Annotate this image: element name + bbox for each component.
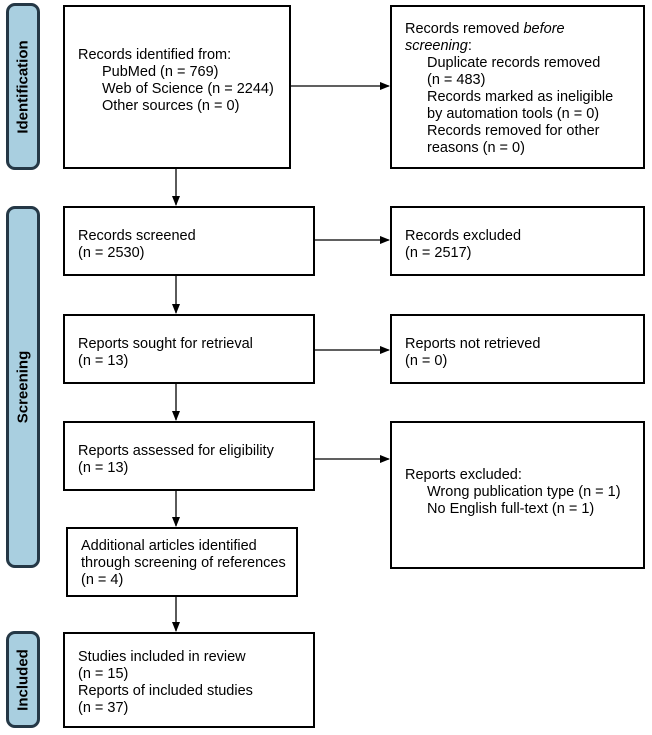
automation-ineligible: Records marked as ineligible [427,89,614,105]
records-excluded-count: (n = 2517) [405,245,472,261]
identification-phase-label: Identification [14,39,32,134]
reports-sought-box: Reports sought for retrieval (n = 13) [63,314,315,384]
screening-phase-bar: Screening [6,206,40,568]
records-removed-title: Records removed before [405,21,565,37]
records-removed-box: Records removed before screening: Duplic… [390,5,645,169]
web-of-science-count: Web of Science (n = 2244) [102,81,274,97]
additional-articles-count: (n = 4) [81,572,124,588]
reports-assessed-label: Reports assessed for eligibility [78,443,274,459]
reports-not-retrieved-box: Reports not retrieved (n = 0) [390,314,645,384]
records-excluded-box: Records excluded (n = 2517) [390,206,645,276]
records-identified-title: Records identified from: [78,47,232,63]
screening-phase-label: Screening [14,350,32,424]
other-sources-count: Other sources (n = 0) [102,98,240,114]
identification-phase-bar: Identification [6,3,40,170]
records-screened-count: (n = 2530) [78,245,145,261]
records-screened-label: Records screened [78,228,196,244]
duplicates-removed: Duplicate records removed [427,55,601,71]
records-excluded-label: Records excluded [405,228,522,244]
reports-assessed-count: (n = 13) [78,460,129,476]
studies-included-box: Studies included in review (n = 15) Repo… [63,632,315,728]
no-english-full-text: No English full-text (n = 1) [427,501,595,517]
included-phase-bar: Included [6,631,40,728]
additional-articles-line1: Additional articles identified [81,538,257,554]
reports-excluded-box: Reports excluded: Wrong publication type… [390,421,645,569]
studies-included-count: (n = 15) [78,666,129,682]
studies-included-label: Studies included in review [78,649,246,665]
additional-articles-line2: through screening of references [81,555,286,571]
other-reasons-removed: Records removed for other [427,123,600,139]
reports-assessed-box: Reports assessed for eligibility (n = 13… [63,421,315,491]
reports-included-count: (n = 37) [78,700,129,716]
reports-not-retrieved-count: (n = 0) [405,353,448,369]
records-screened-box: Records screened (n = 2530) [63,206,315,276]
reports-sought-label: Reports sought for retrieval [78,336,253,352]
pubmed-count: PubMed (n = 769) [102,64,219,80]
reports-sought-count: (n = 13) [78,353,129,369]
reports-excluded-title: Reports excluded: [405,467,522,483]
additional-articles-box: Additional articles identified through s… [66,527,298,597]
reports-included-label: Reports of included studies [78,683,253,699]
reports-not-retrieved-label: Reports not retrieved [405,336,541,352]
records-identified-box: Records identified from: PubMed (n = 769… [63,5,291,169]
wrong-publication-type: Wrong publication type (n = 1) [427,484,621,500]
included-phase-label: Included [14,648,32,711]
